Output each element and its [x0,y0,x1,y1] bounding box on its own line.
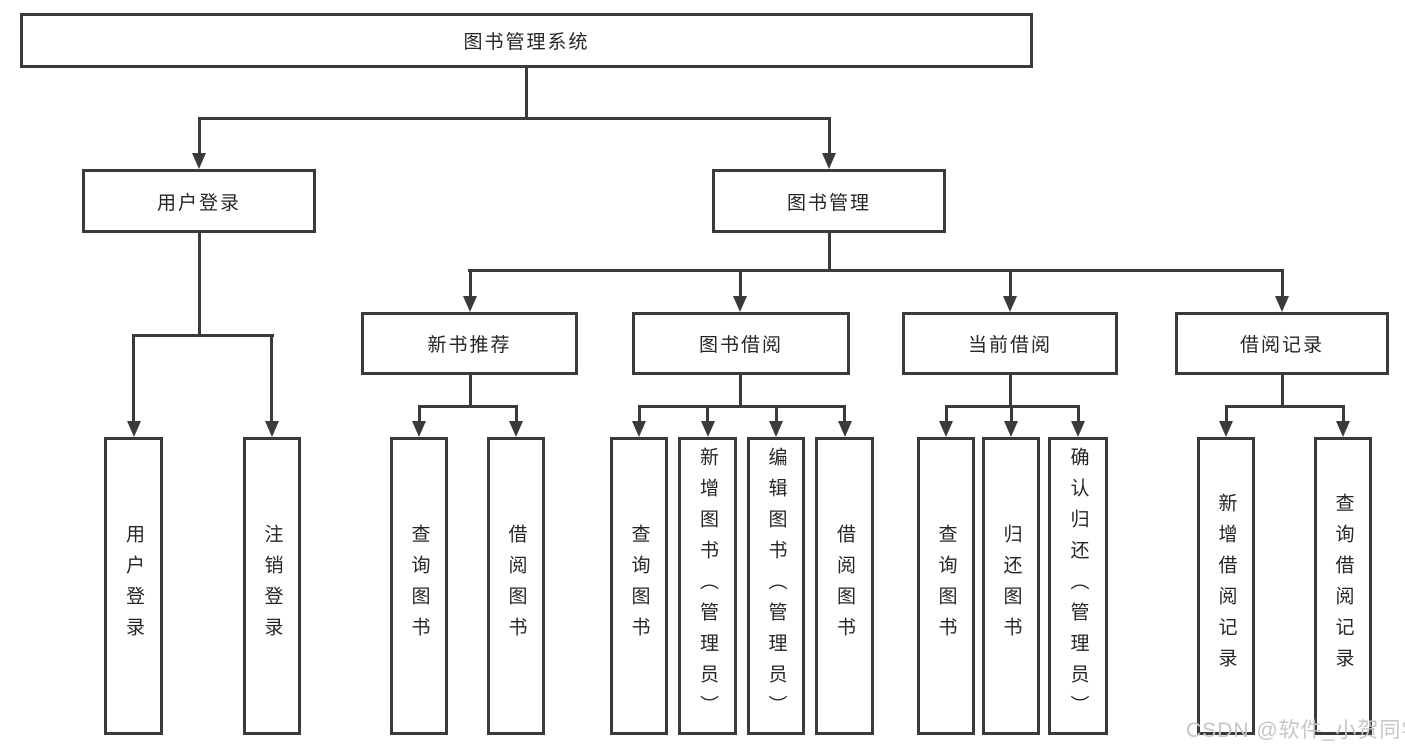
leaf-logout: 注销登录 [243,437,301,735]
connector-line [828,233,831,272]
connector-line [1077,405,1080,423]
leaf-user-login: 用户登录 [104,437,163,735]
leaf-return-books: 归还图书 [982,437,1040,735]
csdn-watermark: CSDN @软件_小贺同学 [1186,719,1405,742]
arrowhead-down [127,421,141,437]
arrowhead-down [822,153,836,169]
connector-line [198,233,201,337]
leaf-borrow-books-rec: 借阅图书 [487,437,545,735]
leaf-query-books-borrow: 查询图书 [610,437,668,735]
connector-line [1281,269,1284,298]
connector-line [1225,405,1344,408]
arrowhead-down [733,296,747,312]
connector-line [1009,375,1012,408]
arrowhead-down [701,421,715,437]
arrowhead-down [838,421,852,437]
connector-line [638,405,641,423]
leaf-query-borrow-record: 查询借阅记录 [1314,437,1372,735]
connector-line [828,117,831,155]
leaf-query-books-current: 查询图书 [917,437,975,735]
connector-line [525,68,528,119]
arrowhead-down [1275,296,1289,312]
leaf-borrow-books: 借阅图书 [815,437,874,735]
connector-line [843,405,846,423]
arrowhead-down [769,421,783,437]
connector-line [198,117,831,120]
leaf-edit-books-admin: 编辑图书（管理员） [747,437,805,735]
arrowhead-down [265,421,279,437]
connector-line [1009,269,1012,298]
connector-line [945,405,948,423]
leaf-confirm-return-admin: 确认归还（管理员） [1048,437,1108,735]
connector-line [706,405,709,423]
arrowhead-down [1336,421,1350,437]
arrowhead-down [463,296,477,312]
connector-line [638,405,846,408]
connector-line [739,375,742,408]
connector-line [1281,375,1284,408]
arrowhead-down [1003,296,1017,312]
arrowhead-down [1004,421,1018,437]
node-user-login: 用户登录 [82,169,316,233]
connector-line [270,334,273,423]
node-book-management: 图书管理 [712,169,946,233]
arrowhead-down [1071,421,1085,437]
connector-line [1010,405,1013,423]
connector-line [132,334,135,423]
connector-line [418,405,518,408]
leaf-add-borrow-record: 新增借阅记录 [1197,437,1255,735]
node-new-book-recommend: 新书推荐 [361,312,578,375]
connector-line [469,375,472,408]
connector-line [775,405,778,423]
node-borrow-records: 借阅记录 [1175,312,1389,375]
connector-line [515,405,518,423]
node-book-borrow: 图书借阅 [632,312,850,375]
arrowhead-down [1219,421,1233,437]
arrowhead-down [192,153,206,169]
connector-line [1342,405,1345,423]
connector-line [469,269,472,298]
arrowhead-down [632,421,646,437]
node-current-borrow: 当前借阅 [902,312,1118,375]
connector-line [1225,405,1228,423]
node-root: 图书管理系统 [20,13,1033,68]
arrowhead-down [412,421,426,437]
connector-line [132,334,274,337]
arrowhead-down [939,421,953,437]
connector-line [739,269,742,298]
leaf-add-books-admin: 新增图书（管理员） [678,437,737,735]
leaf-query-books-rec: 查询图书 [390,437,448,735]
connector-line [468,269,1284,272]
connector-line [198,117,201,155]
connector-line [418,405,421,423]
arrowhead-down [509,421,523,437]
